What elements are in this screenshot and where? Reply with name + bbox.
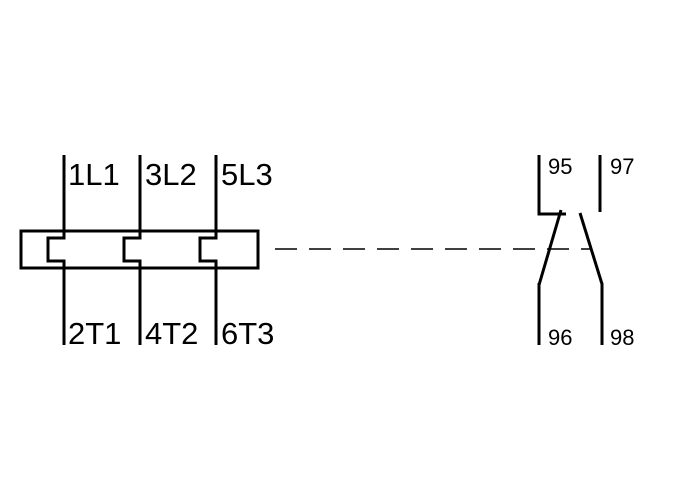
nc-contact-fixed-top <box>537 155 566 216</box>
phase-3-conductor <box>198 155 218 345</box>
terminal-label-3l2: 3L2 <box>145 157 197 192</box>
terminal-label-5l3: 5L3 <box>221 157 273 192</box>
terminal-label-1l1: 1L1 <box>68 157 120 192</box>
phase-1-conductor <box>46 155 66 345</box>
aux-label-96: 96 <box>548 325 572 350</box>
terminal-label-6t3: 6T3 <box>221 316 274 351</box>
terminal-label-2t1: 2T1 <box>68 316 121 351</box>
terminal-label-4t2: 4T2 <box>145 316 198 351</box>
aux-label-95: 95 <box>548 154 572 179</box>
no-contact-blade <box>578 212 604 285</box>
nc-contact-blade <box>537 209 563 286</box>
aux-label-97: 97 <box>610 154 634 179</box>
phase-2-conductor <box>122 155 142 345</box>
aux-label-98: 98 <box>610 325 634 350</box>
